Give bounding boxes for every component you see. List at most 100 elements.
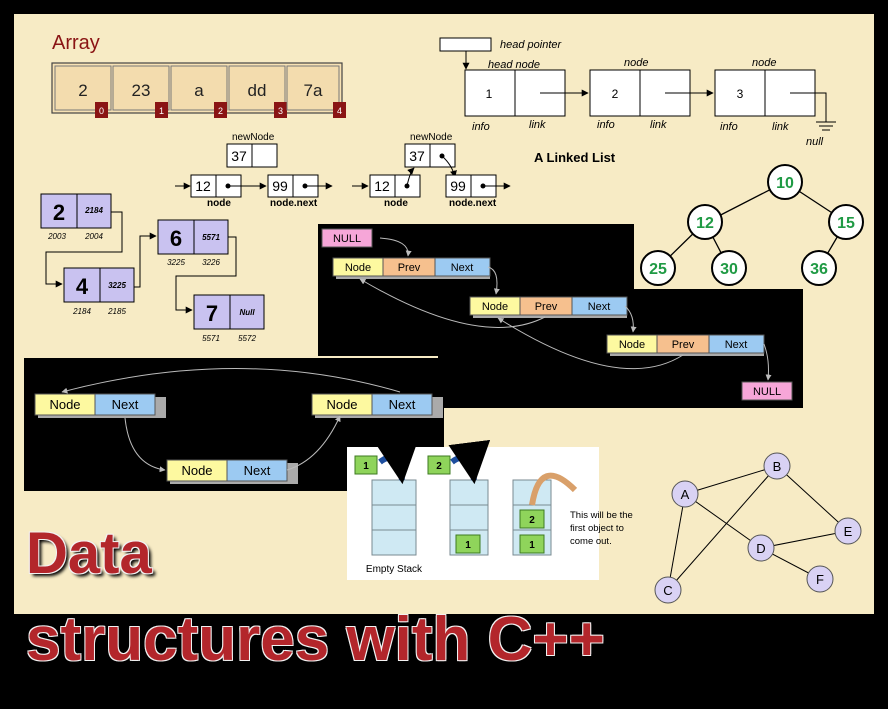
memory-node: 7 Null 5571 5572 — [193, 294, 265, 343]
node-caption: node — [207, 198, 231, 209]
content-panel: Array 2 0 23 1 a 2 dd 3 7a — [14, 14, 874, 614]
new-node-label: newNode — [410, 132, 453, 143]
array-cell-value: dd — [248, 81, 267, 100]
node-label: node — [752, 57, 776, 69]
stack-item: 1 — [465, 540, 471, 551]
list-node-value: 3 — [737, 87, 744, 101]
memory-list-diagram: 2 2184 2003 2004 4 3225 2184 2185 6 5571… — [40, 193, 265, 343]
graph-vertex: B — [773, 459, 782, 474]
array-cell-value: 7a — [304, 81, 323, 100]
left-node-value: 12 — [195, 178, 211, 194]
graph-diagram: A B C D E F — [654, 452, 862, 604]
title-line-2: structures with C++ — [26, 605, 605, 674]
link-label: link — [772, 121, 789, 133]
memory-address: 2003 — [47, 232, 66, 241]
tree-node: 30 — [720, 261, 738, 278]
cl-node-label: Node — [326, 397, 357, 412]
array-cell-index: 3 — [278, 106, 283, 116]
stack-note-line: come out. — [570, 536, 612, 547]
new-node-label: newNode — [232, 132, 275, 143]
memory-address: 2184 — [72, 307, 91, 316]
right-node-value: 99 — [450, 178, 466, 194]
link-label: link — [650, 119, 667, 131]
tree-node: 25 — [649, 261, 667, 278]
link-label: link — [529, 119, 546, 131]
array-cell-index: 1 — [159, 106, 164, 116]
new-node-value: 37 — [409, 148, 425, 164]
memory-address: 3226 — [202, 258, 220, 267]
array-diagram: Array 2 0 23 1 a 2 dd 3 7a — [51, 32, 346, 118]
head-node-label: head node — [488, 59, 540, 71]
dl-node-label: Node — [345, 262, 371, 274]
memory-address: 5571 — [202, 334, 220, 343]
node-caption: node — [384, 198, 408, 209]
node-label: node — [624, 57, 648, 69]
list-node-value: 1 — [486, 87, 493, 101]
memory-node-pointer: 2184 — [84, 206, 103, 215]
dl-next-label: Next — [451, 262, 474, 274]
right-node-value: 99 — [272, 178, 288, 194]
memory-node: 2 2184 2003 2004 — [40, 193, 112, 241]
stack-note-line: This will be the — [570, 510, 633, 521]
memory-node-value: 6 — [170, 226, 182, 251]
cl-next-label: Next — [112, 397, 139, 412]
title-line-1: Data — [26, 521, 152, 586]
diagram-canvas: Array 2 0 23 1 a 2 dd 3 7a — [24, 32, 864, 604]
dl-prev-label: Prev — [398, 262, 421, 274]
circular-list-diagram: Node Next Node Next Node Next — [24, 358, 444, 491]
cl-node-label: Node — [49, 397, 80, 412]
dl-next-label: Next — [725, 339, 748, 351]
memory-address: 2004 — [84, 232, 103, 241]
binary-tree-diagram: 10 12 15 25 30 36 — [640, 164, 864, 286]
memory-address: 5572 — [238, 334, 256, 343]
graph-vertex: C — [663, 583, 672, 598]
linked-list-diagram: head pointer head node node node 1 2 3 i… — [439, 37, 836, 165]
graph-vertex: D — [756, 541, 765, 556]
tree-node: 12 — [696, 215, 714, 232]
array-cell-0: 2 0 — [54, 65, 112, 118]
array-cell-1: 23 1 — [112, 65, 170, 118]
next-caption: node.next — [449, 198, 497, 209]
memory-node-value: 4 — [76, 274, 89, 299]
stack-item: 2 — [529, 515, 535, 526]
dl-node-label: Node — [482, 301, 508, 313]
graph-vertex: A — [681, 487, 690, 502]
tree-node: 15 — [837, 215, 855, 232]
stack-item: 2 — [436, 461, 442, 472]
dl-prev-label: Prev — [535, 301, 558, 313]
stack-diagram: 1 Empty Stack 2 1 2 1 This will be the f… — [347, 439, 633, 580]
array-cell-3: dd 3 — [228, 65, 287, 118]
cl-node-label: Node — [181, 463, 212, 478]
memory-node-value: 2 — [53, 200, 65, 225]
null-label: NULL — [333, 233, 361, 245]
null-label: NULL — [753, 386, 781, 398]
memory-node-pointer: Null — [239, 308, 255, 317]
memory-node-value: 7 — [206, 301, 218, 326]
array-cell-value: 2 — [78, 81, 87, 100]
array-cell-4: 7a 4 — [286, 65, 346, 118]
array-cell-index: 2 — [218, 106, 223, 116]
linked-list-caption: A Linked List — [534, 150, 616, 165]
memory-node-pointer: 3225 — [108, 281, 126, 290]
array-cell-value: 23 — [132, 81, 151, 100]
cl-next-label: Next — [244, 463, 271, 478]
insertion-diagram: newNode 37 12 99 node node.next newNode … — [175, 132, 511, 209]
memory-address: 2185 — [107, 307, 126, 316]
info-label: info — [720, 121, 738, 133]
dl-node-label: Node — [619, 339, 645, 351]
array-cell-index: 4 — [337, 106, 342, 116]
dl-next-label: Next — [588, 301, 611, 313]
left-node-value: 12 — [374, 178, 390, 194]
graph-vertex: F — [816, 572, 824, 587]
info-label: info — [472, 121, 490, 133]
array-title: Array — [52, 32, 100, 54]
tree-node: 36 — [810, 261, 828, 278]
tree-node-root: 10 — [776, 175, 794, 192]
memory-node-pointer: 5571 — [202, 233, 220, 242]
next-caption: node.next — [270, 198, 318, 209]
info-label: info — [597, 119, 615, 131]
head-pointer-box — [439, 37, 492, 52]
new-node-value: 37 — [231, 148, 247, 164]
array-cell-2: a 2 — [170, 65, 228, 118]
